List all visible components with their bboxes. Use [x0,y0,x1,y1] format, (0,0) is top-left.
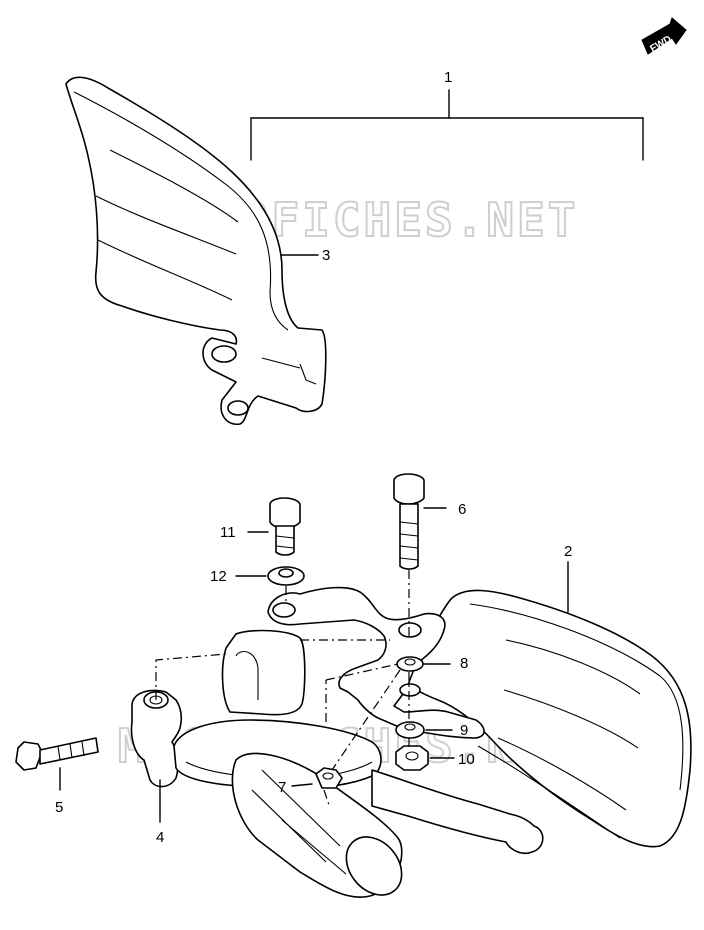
washer-part-9 [395,721,453,739]
left-hand-guard [65,76,327,425]
callout-11: 11 [220,524,236,541]
callout-6: 6 [458,501,466,518]
callout-8: 8 [460,655,468,672]
callout-4: 4 [156,829,164,846]
right-hand-guard [267,586,692,848]
callout-5: 5 [55,799,63,816]
callout-12: 12 [210,568,227,585]
bolt-part-11 [247,497,301,556]
assembly-bracket [250,89,644,161]
callout-1: 1 [444,69,452,86]
bolt-part-5 [15,737,99,791]
washer-part-12 [235,566,305,604]
forward-arrow-icon: FWD [641,17,687,55]
callout-3: 3 [322,247,330,264]
callout-7: 7 [278,779,286,796]
lever-holder [130,629,544,898]
callout-9: 9 [460,722,468,739]
assembly-lines [155,639,410,809]
washer-part-8 [396,656,451,672]
callout-10: 10 [458,751,475,768]
bolt-part-6 [393,473,447,640]
nut-part-7 [291,767,343,789]
callout-2: 2 [564,543,572,560]
